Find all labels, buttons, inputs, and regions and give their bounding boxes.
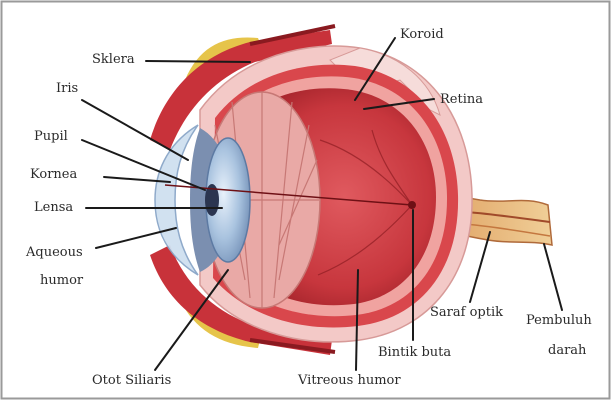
label-pembuluh-2: darah — [548, 343, 587, 358]
label-pupil: Pupil — [34, 129, 68, 144]
label-saraf-optik: Saraf optik — [430, 305, 503, 320]
label-aqueous-2: humor — [40, 273, 84, 288]
label-vitreous-humor: Vitreous humor — [297, 373, 401, 388]
label-lensa: Lensa — [34, 200, 73, 215]
blind-spot-marker — [408, 201, 416, 209]
label-aqueous-1: Aqueous — [25, 245, 83, 260]
label-retina: Retina — [440, 92, 483, 107]
label-bintik-buta: Bintik buta — [378, 345, 451, 360]
label-sklera: Sklera — [92, 52, 135, 67]
label-otot-siliaris: Otot Siliaris — [92, 373, 171, 388]
label-koroid: Koroid — [400, 27, 444, 42]
label-iris: Iris — [56, 81, 78, 96]
leader-sklera — [146, 61, 250, 62]
label-pembuluh-1: Pembuluh — [526, 313, 592, 328]
label-kornea: Kornea — [30, 167, 77, 182]
